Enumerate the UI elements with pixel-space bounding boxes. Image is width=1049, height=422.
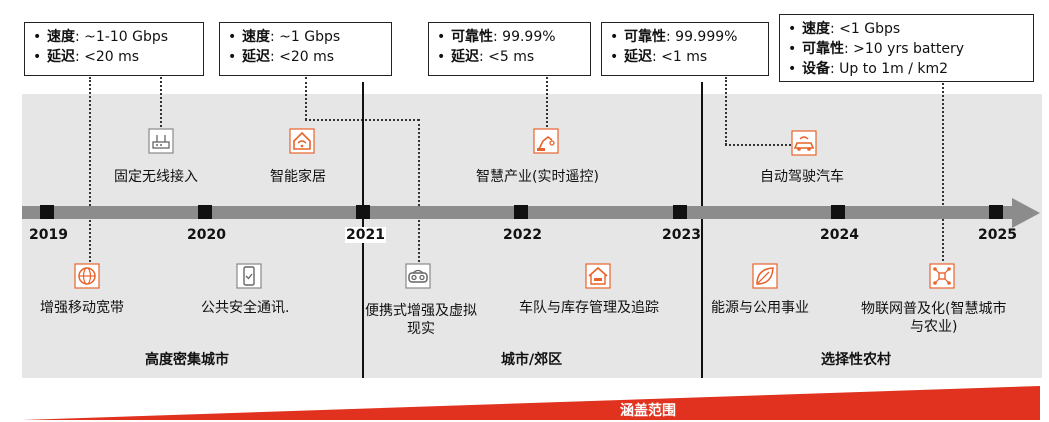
callout-smart-industry: •可靠性: 99.99% •延迟: <5 ms	[428, 22, 591, 76]
phone-check-icon	[236, 263, 262, 289]
router-icon	[148, 128, 174, 154]
vr-headset-icon	[405, 263, 431, 289]
region-urban-suburban: 城市/郊区	[501, 352, 563, 368]
tick-2025	[989, 205, 1003, 219]
label-public-safety: 公共安全通讯.	[201, 300, 290, 316]
label-smart-industry: 智慧产业(实时遥控)	[476, 169, 599, 185]
coverage-label: 涵盖范围	[620, 403, 676, 419]
connector-smart-home-c	[418, 119, 420, 262]
connector-embb	[89, 77, 91, 262]
connector-fwa	[160, 77, 162, 127]
timeline-background-band	[22, 94, 1042, 378]
region-dense-urban: 高度密集城市	[145, 352, 229, 368]
label-fixed-wireless: 固定无线接入	[114, 169, 198, 185]
tick-2019	[40, 205, 54, 219]
connector-car-a	[725, 77, 727, 145]
region-selective-rural: 选择性农村	[821, 352, 891, 368]
tick-2023	[673, 205, 687, 219]
year-2022: 2022	[503, 227, 542, 243]
timeline-arrowhead	[1012, 198, 1040, 228]
iot-network-icon	[929, 263, 955, 289]
label-iot: 物联网普及化(智慧城市 与农业)	[861, 301, 1007, 335]
label-ar-vr: 便携式增强及虚拟 现实	[365, 303, 477, 337]
globe-icon	[74, 263, 100, 289]
label-autonomous-car: 自动驾驶汽车	[760, 169, 844, 185]
tick-2021	[356, 205, 370, 219]
robot-arm-icon	[533, 128, 559, 154]
label-embb: 增强移动宽带	[40, 300, 124, 316]
separator-rural	[701, 82, 703, 378]
year-2021: 2021	[345, 227, 386, 243]
connector-car-b	[725, 144, 791, 146]
connector-industry	[546, 77, 548, 127]
callout-smart-home: •速度: ~1 Gbps •延迟: <20 ms	[219, 22, 392, 76]
year-2023: 2023	[662, 227, 701, 243]
smart-home-icon	[289, 128, 315, 154]
tick-2024	[831, 205, 845, 219]
year-2025: 2025	[978, 227, 1017, 243]
connected-car-icon	[791, 130, 817, 156]
label-smart-home: 智能家居	[270, 169, 326, 185]
callout-iot: •速度: <1 Gbps •可靠性: >10 yrs battery •设备: …	[779, 14, 1034, 82]
coverage-wedge	[22, 386, 1040, 420]
connector-iot	[942, 83, 944, 261]
connector-smart-home-a	[305, 77, 307, 120]
callout-embb: •速度: ~1-10 Gbps •延迟: <20 ms	[24, 22, 204, 76]
label-energy-utilities: 能源与公用事业	[711, 300, 809, 316]
label-fleet-inventory: 车队与库存管理及追踪	[519, 300, 659, 316]
leaf-icon	[752, 263, 778, 289]
callout-autonomous-car: •可靠性: 99.999% •延迟: <1 ms	[601, 22, 769, 76]
tick-2022	[514, 205, 528, 219]
year-2020: 2020	[187, 227, 226, 243]
tick-2020	[198, 205, 212, 219]
year-2024: 2024	[820, 227, 859, 243]
year-2019: 2019	[29, 227, 68, 243]
fleet-tracking-icon	[585, 263, 611, 289]
